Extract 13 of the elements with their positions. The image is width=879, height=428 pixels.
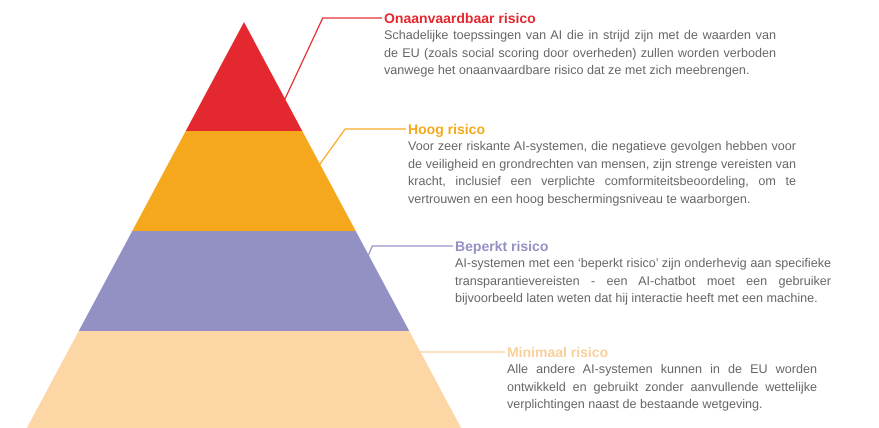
leader-line: [416, 351, 505, 353]
tier-heading: Minimaal risico: [507, 344, 610, 361]
pyramid-tier: [186, 22, 302, 131]
tier-description: Schadelijke toepssingen van AI die in strijd zijn met de waarden van de EU (zoals social scoring door overheden) zullen worden verboden vanwege het onaanvaardbare risico dat ze met zich meebrengen.: [384, 27, 776, 79]
tier-description: Voor zeer riskante AI-systemen, die negatieve gevolgen hebben voor de veiligheid en grondrechten van mensen, zijn strenge vereisten van kracht, inclusief een verplichte comformiteitsbeoordeling, om te vertrouwen en een hoog beschermingsniveau te waarborgen.: [408, 138, 796, 208]
tier-description: Alle andere AI-systemen kunnen in de EU worden ontwikkeld en gebruikt zonder aanvullende wettelijke verplichtingen naast de bestaande wetgeving.: [507, 361, 817, 413]
pyramid-tier: [26, 331, 462, 428]
tier-heading: Beperkt risico: [455, 238, 550, 255]
tier-heading: Onaanvaardbaar risico: [384, 10, 537, 27]
pyramid-tier: [132, 131, 356, 231]
pyramid-tier: [78, 231, 410, 331]
tier-description: AI-systemen met een ‘beperkt risico’ zijn onderhevig aan specifieke transparantievereisten - een AI-chatbot moet een gebruiker bijvoorbeeld laten weten dat hij interactie heeft met een machine.: [455, 255, 831, 307]
tier-heading: Hoog risico: [408, 121, 486, 138]
